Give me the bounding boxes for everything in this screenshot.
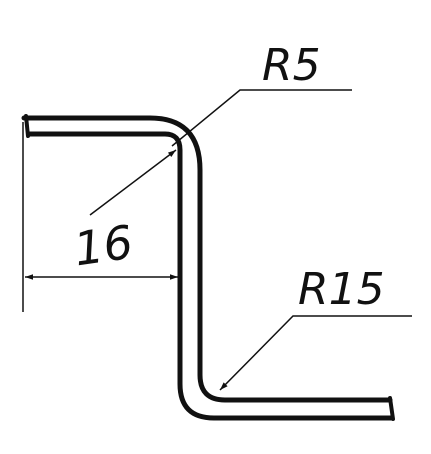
profile-outer-contour: [21, 115, 393, 403]
r5-leader-line: [171, 89, 352, 147]
profile-inner-contour: [27, 131, 395, 421]
width-dimension-label: 16: [71, 215, 136, 277]
r5-radius-line: [89, 149, 177, 216]
r15-leader-line: [219, 315, 412, 391]
r5-radius-label: R5: [262, 40, 321, 91]
profile-right-end: [388, 396, 395, 421]
r15-radius-label: R15: [298, 264, 385, 315]
profile-left-end: [24, 114, 30, 138]
